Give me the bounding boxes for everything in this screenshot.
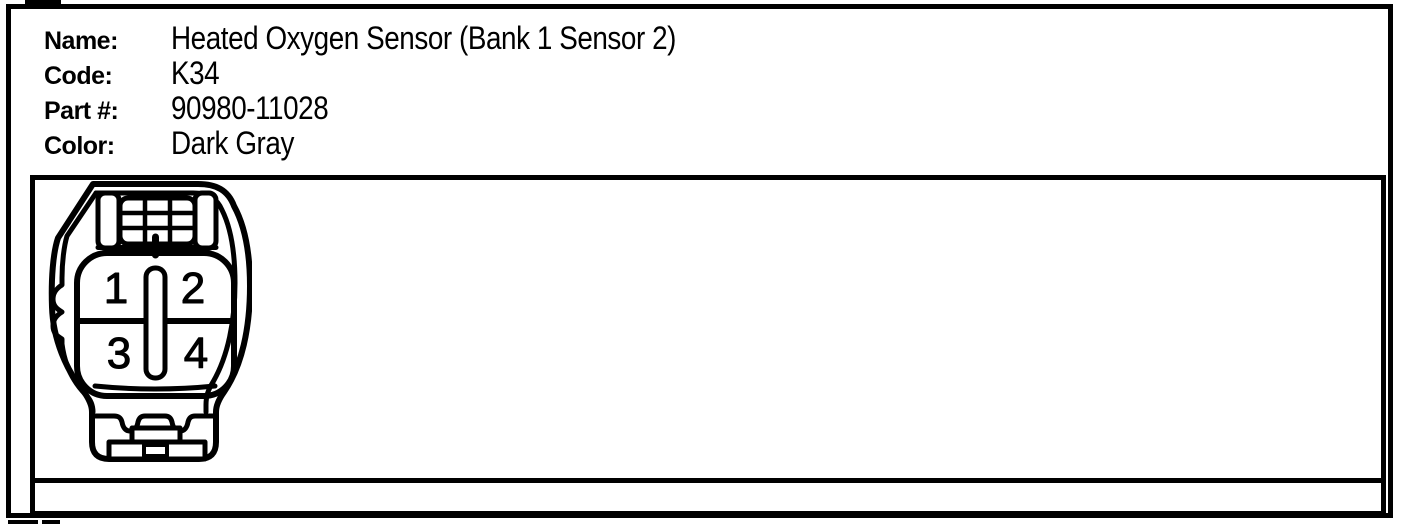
code-label: Code:: [44, 62, 113, 90]
clipped-text-artifact-top: [25, 0, 61, 4]
clipped-text-artifact-bottom-2: [42, 520, 60, 524]
pin-4-label: 4: [184, 329, 208, 378]
name-label: Name:: [44, 27, 118, 55]
pin-2-label: 2: [181, 264, 205, 313]
connector-bottom-notch-line: [90, 413, 219, 434]
info-row-code: Code: K34: [44, 56, 1384, 91]
diagram-box-divider: [35, 478, 1381, 483]
latch-grid-lines: [119, 197, 196, 245]
latch-right-rail: [192, 190, 219, 251]
latch-left-rail: [95, 190, 122, 251]
part-number-value: 90980-11028: [171, 90, 329, 126]
lock-tab-inner: [142, 443, 169, 458]
connector-inner-outline-left-scallops: [50, 190, 99, 415]
name-value: Heated Oxygen Sensor (Bank 1 Sensor 2): [171, 20, 676, 56]
connector-info-header: Name: Heated Oxygen Sensor (Bank 1 Sensor…: [44, 21, 1384, 161]
pin-3-label: 3: [107, 329, 131, 378]
pin-1-label: 1: [104, 264, 128, 313]
pin-field-outline: [74, 250, 237, 399]
info-row-color: Color: Dark Gray: [44, 126, 1384, 161]
connector-outer-outline: [48, 181, 252, 462]
info-row-part-number: Part #: 90980-11028: [44, 91, 1384, 126]
pin-field-bottom-chord: [92, 383, 218, 392]
color-label: Color:: [44, 132, 115, 160]
clipped-text-artifact-bottom-1: [8, 520, 38, 524]
info-row-name: Name: Heated Oxygen Sensor (Bank 1 Sensor…: [44, 21, 1384, 56]
code-value: K34: [171, 55, 220, 91]
connector-pinout-diagram: 1 2 3 4: [48, 181, 252, 462]
part-number-label: Part #:: [44, 97, 119, 125]
color-value: Dark Gray: [171, 125, 294, 161]
center-keyway-bar: [143, 265, 168, 381]
diagram-box: [30, 175, 1386, 516]
